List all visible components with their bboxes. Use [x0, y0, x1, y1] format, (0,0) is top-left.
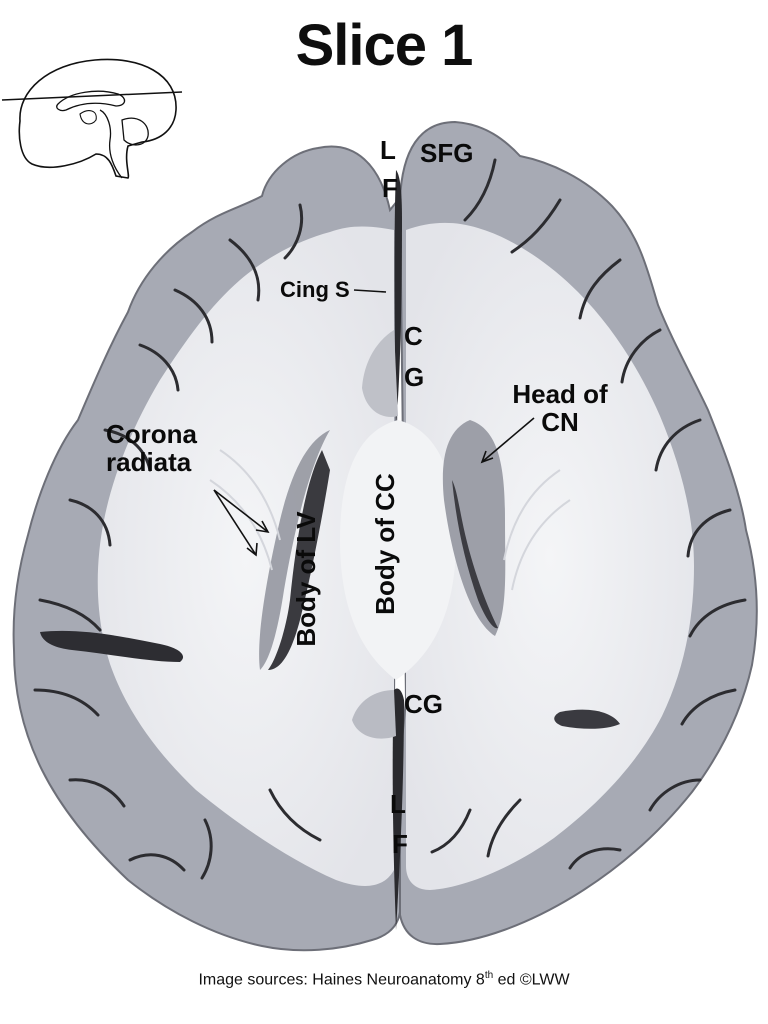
- corpus-callosum-body: [340, 420, 456, 680]
- inset-thalamus: [79, 110, 97, 125]
- label-corona-radiata-line2: radiata: [106, 447, 192, 478]
- left-caudate-shade: [259, 430, 330, 670]
- inset-corpus-callosum: [56, 90, 126, 112]
- head-of-cn-arrow: [480, 417, 535, 464]
- label-c: C: [404, 321, 423, 351]
- label-head-of-cn-line2: CN: [541, 407, 579, 438]
- inset-brain-outline: [18, 58, 177, 179]
- left-white-matter: [97, 226, 394, 886]
- label-sfg: SFG: [420, 138, 474, 168]
- sagittal-orientation-inset: [1, 58, 183, 179]
- longitudinal-fissure-anterior: [394, 170, 402, 420]
- label-head-of-cn-line1: Head of: [512, 379, 608, 409]
- right-lateral-ventricle: [452, 480, 498, 629]
- corona-radiata-striations: [209, 449, 571, 591]
- inset-slice-plane-line: [1, 91, 183, 101]
- label-g: G: [404, 362, 425, 392]
- caption-prefix: Image sources: Haines Neuroanatomy 8: [198, 971, 485, 989]
- label-f-bottom: F: [392, 829, 408, 859]
- right-white-matter: [406, 222, 694, 890]
- label-cg: CG: [404, 689, 443, 719]
- inset-brainstem: [99, 109, 123, 179]
- left-sulci: [33, 203, 322, 880]
- label-body-of-lv: Body of LV: [290, 511, 321, 647]
- label-body-of-cc: Body of CC: [369, 473, 400, 615]
- left-lateral-fissure: [40, 630, 184, 662]
- caption-superscript: th: [484, 970, 494, 981]
- label-cing-s: Cing S: [280, 277, 350, 302]
- right-sulci: [430, 158, 747, 870]
- longitudinal-fissure-posterior: [392, 688, 404, 930]
- label-corona-radiata-line1: Corona: [106, 419, 197, 449]
- right-caudate-head: [442, 420, 506, 636]
- corona-radiata-arrows: [213, 489, 270, 557]
- caption-suffix: ed ©LWW: [493, 971, 570, 989]
- posterior-cingulate: [352, 690, 396, 739]
- inset-cerebellum: [121, 117, 149, 146]
- label-f-top: F: [382, 173, 398, 203]
- image-source-caption: Image sources: Haines Neuroanatomy 8th e…: [0, 970, 768, 989]
- label-l-bottom: L: [390, 789, 406, 819]
- label-l-top: L: [380, 135, 396, 165]
- anterior-cingulate: [362, 330, 398, 417]
- left-lateral-ventricle: [268, 450, 330, 670]
- cing-s-pointer: [353, 289, 387, 293]
- right-sylvian-region: [554, 709, 620, 729]
- slide-title: Slice 1: [295, 13, 474, 78]
